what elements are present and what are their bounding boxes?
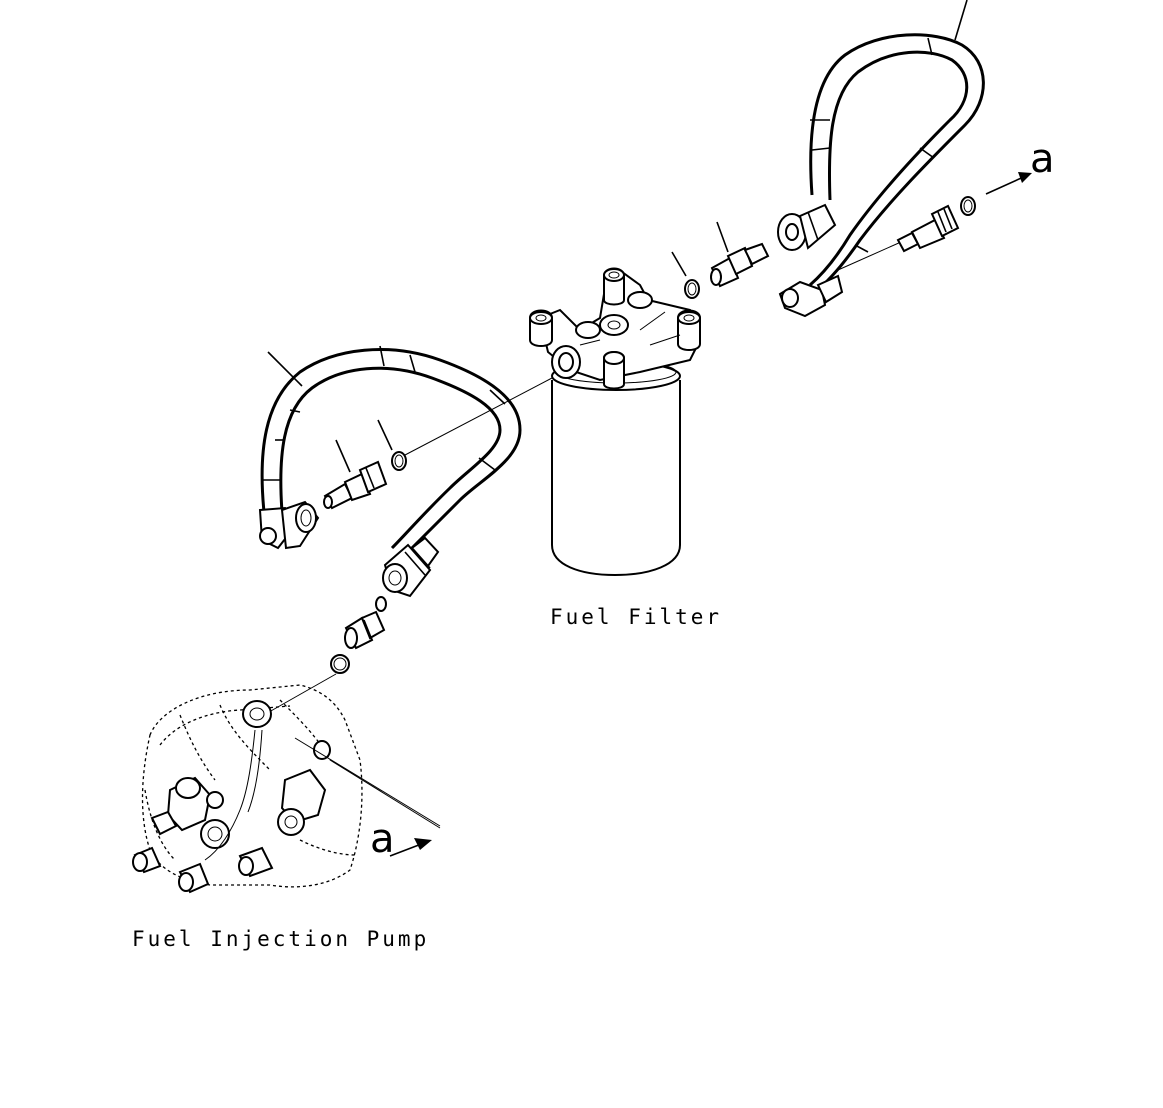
filter-top-o-ring [671, 251, 700, 299]
left-fuel-hose [258, 345, 522, 598]
callout-a-left-arrow [294, 737, 441, 857]
right-connector-nipple [837, 204, 960, 271]
callout-a-right: a [1030, 136, 1055, 182]
fuel-filter-label: Fuel Filter [550, 605, 722, 629]
right-fuel-hose [777, 0, 985, 318]
left-hose-lower-fitting [382, 536, 440, 598]
right-hose-lower-fitting [778, 274, 844, 318]
left-connector-nipple [323, 439, 388, 510]
right-o-ring [960, 196, 976, 216]
fuel-injection-pump-label: Fuel Injection Pump [132, 927, 429, 951]
right-hose-upper-fitting [777, 203, 837, 251]
pump-connector [344, 596, 387, 650]
fuel-injection-pump [132, 684, 363, 894]
filter-top-connector [710, 221, 770, 288]
left-hose-elbow-fitting [258, 500, 320, 550]
right-hose-leader-line [954, 0, 968, 41]
callout-a-right-arrow [985, 172, 1032, 195]
fuel-filter [529, 267, 702, 577]
callout-a-left: a [370, 816, 395, 862]
left-hose-leader-line [267, 351, 303, 387]
left-o-ring [377, 419, 407, 471]
